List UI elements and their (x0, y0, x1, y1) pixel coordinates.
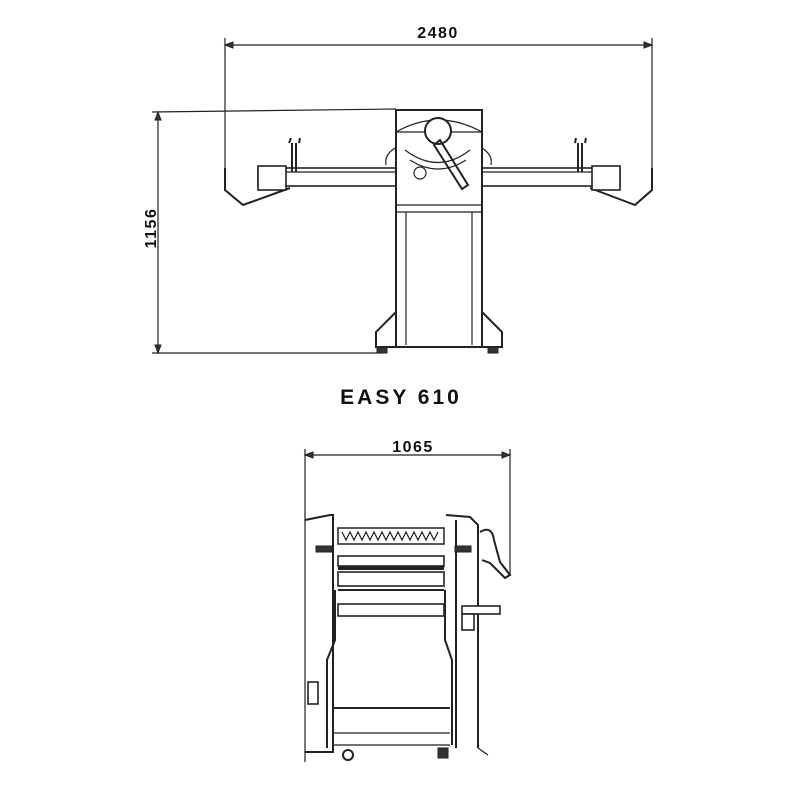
height-dimension-1156: 1156 (143, 108, 397, 355)
width-label: 2480 (417, 25, 459, 42)
height-label: 1156 (143, 208, 160, 249)
left-roller-end (257, 165, 287, 191)
left-frame (326, 590, 336, 748)
switch-box (461, 613, 475, 631)
front-view-machine (224, 109, 653, 354)
extension-line-top (151, 108, 397, 113)
arrow-left (223, 41, 234, 49)
right-axle (454, 545, 472, 553)
arrow-left (303, 451, 314, 459)
left-leg (375, 311, 397, 348)
adjustment-wheel (424, 117, 452, 145)
left-side-panel (304, 514, 334, 753)
lever (461, 605, 501, 615)
left-tray (224, 168, 291, 207)
side-view-machine (304, 514, 512, 761)
right-foot (487, 346, 499, 354)
right-side-panel (445, 514, 479, 748)
arrow-bottom (154, 344, 162, 355)
crank-handle (479, 528, 512, 580)
right-wheel (437, 747, 449, 759)
arrow-right (501, 451, 512, 459)
width-dimension-2480: 2480 (223, 25, 654, 168)
control-lever (432, 138, 470, 191)
left-scraper-holder (288, 137, 301, 172)
knob (413, 166, 427, 180)
left-wheel (342, 749, 354, 761)
roller (337, 555, 445, 567)
left-foot (376, 346, 388, 354)
tray-bar (337, 603, 445, 617)
right-frame (444, 590, 453, 745)
left-axle (315, 545, 333, 553)
right-roller-end (591, 165, 621, 191)
arrow-right (643, 41, 654, 49)
right-tray (589, 168, 653, 207)
gauge-arc (404, 149, 471, 163)
right-scraper-holder (574, 137, 587, 172)
side-label-plate (307, 681, 319, 705)
model-title: EASY 610 (340, 386, 462, 409)
width-label: 1065 (392, 439, 434, 456)
arrow-top (154, 110, 162, 121)
right-leg (481, 311, 503, 348)
roller (337, 571, 445, 587)
machine-column (395, 109, 483, 348)
width-dimension-1065: 1065 (303, 439, 512, 762)
